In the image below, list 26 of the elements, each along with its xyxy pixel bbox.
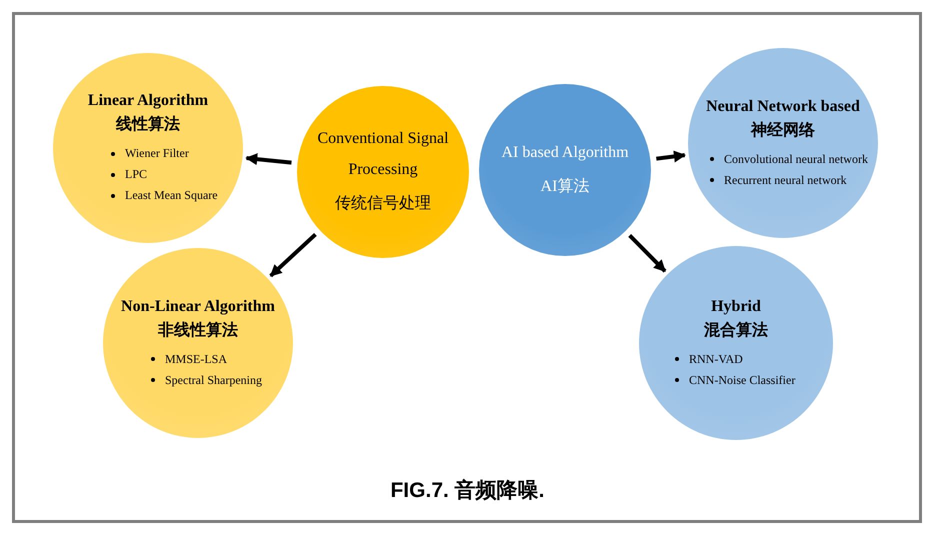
bullet-item: Least Mean Square bbox=[125, 188, 218, 203]
node-label: AI based Algorithm bbox=[501, 142, 629, 163]
node-title: Non-Linear Algorithm bbox=[121, 298, 275, 316]
node-subtitle: 神经网络 bbox=[751, 120, 815, 140]
node-label: AI算法 bbox=[540, 176, 590, 197]
arrow bbox=[245, 153, 292, 166]
bullet-item: Convolutional neural network bbox=[724, 152, 868, 166]
arrow bbox=[628, 234, 666, 273]
arrow bbox=[269, 232, 317, 278]
bullet-item: LPC bbox=[125, 167, 148, 182]
bullet-item: Recurrent neural network bbox=[724, 172, 847, 188]
bullet-item: MMSE-LSA bbox=[165, 352, 228, 366]
node-title: Neural Network based bbox=[706, 98, 860, 116]
node-title: Hybrid bbox=[711, 298, 761, 316]
node-label: 传统信号处理 bbox=[335, 194, 431, 214]
node-subtitle: 非线性算法 bbox=[158, 320, 238, 340]
node-label: Conventional Signal Processing bbox=[316, 129, 450, 180]
figure-caption: FIG.7. 音频降噪. bbox=[389, 478, 546, 504]
bullet-item: CNN-Noise Classifier bbox=[689, 372, 796, 388]
bullet-item: Wiener Filter bbox=[125, 146, 189, 161]
arrow bbox=[656, 150, 686, 162]
node-subtitle: 混合算法 bbox=[704, 320, 768, 340]
node-subtitle: 线性算法 bbox=[116, 114, 180, 135]
bullet-item: RNN-VAD bbox=[689, 352, 743, 366]
bullet-item: Spectral Sharpening bbox=[165, 372, 262, 388]
node-title: Linear Algorithm bbox=[88, 92, 208, 110]
